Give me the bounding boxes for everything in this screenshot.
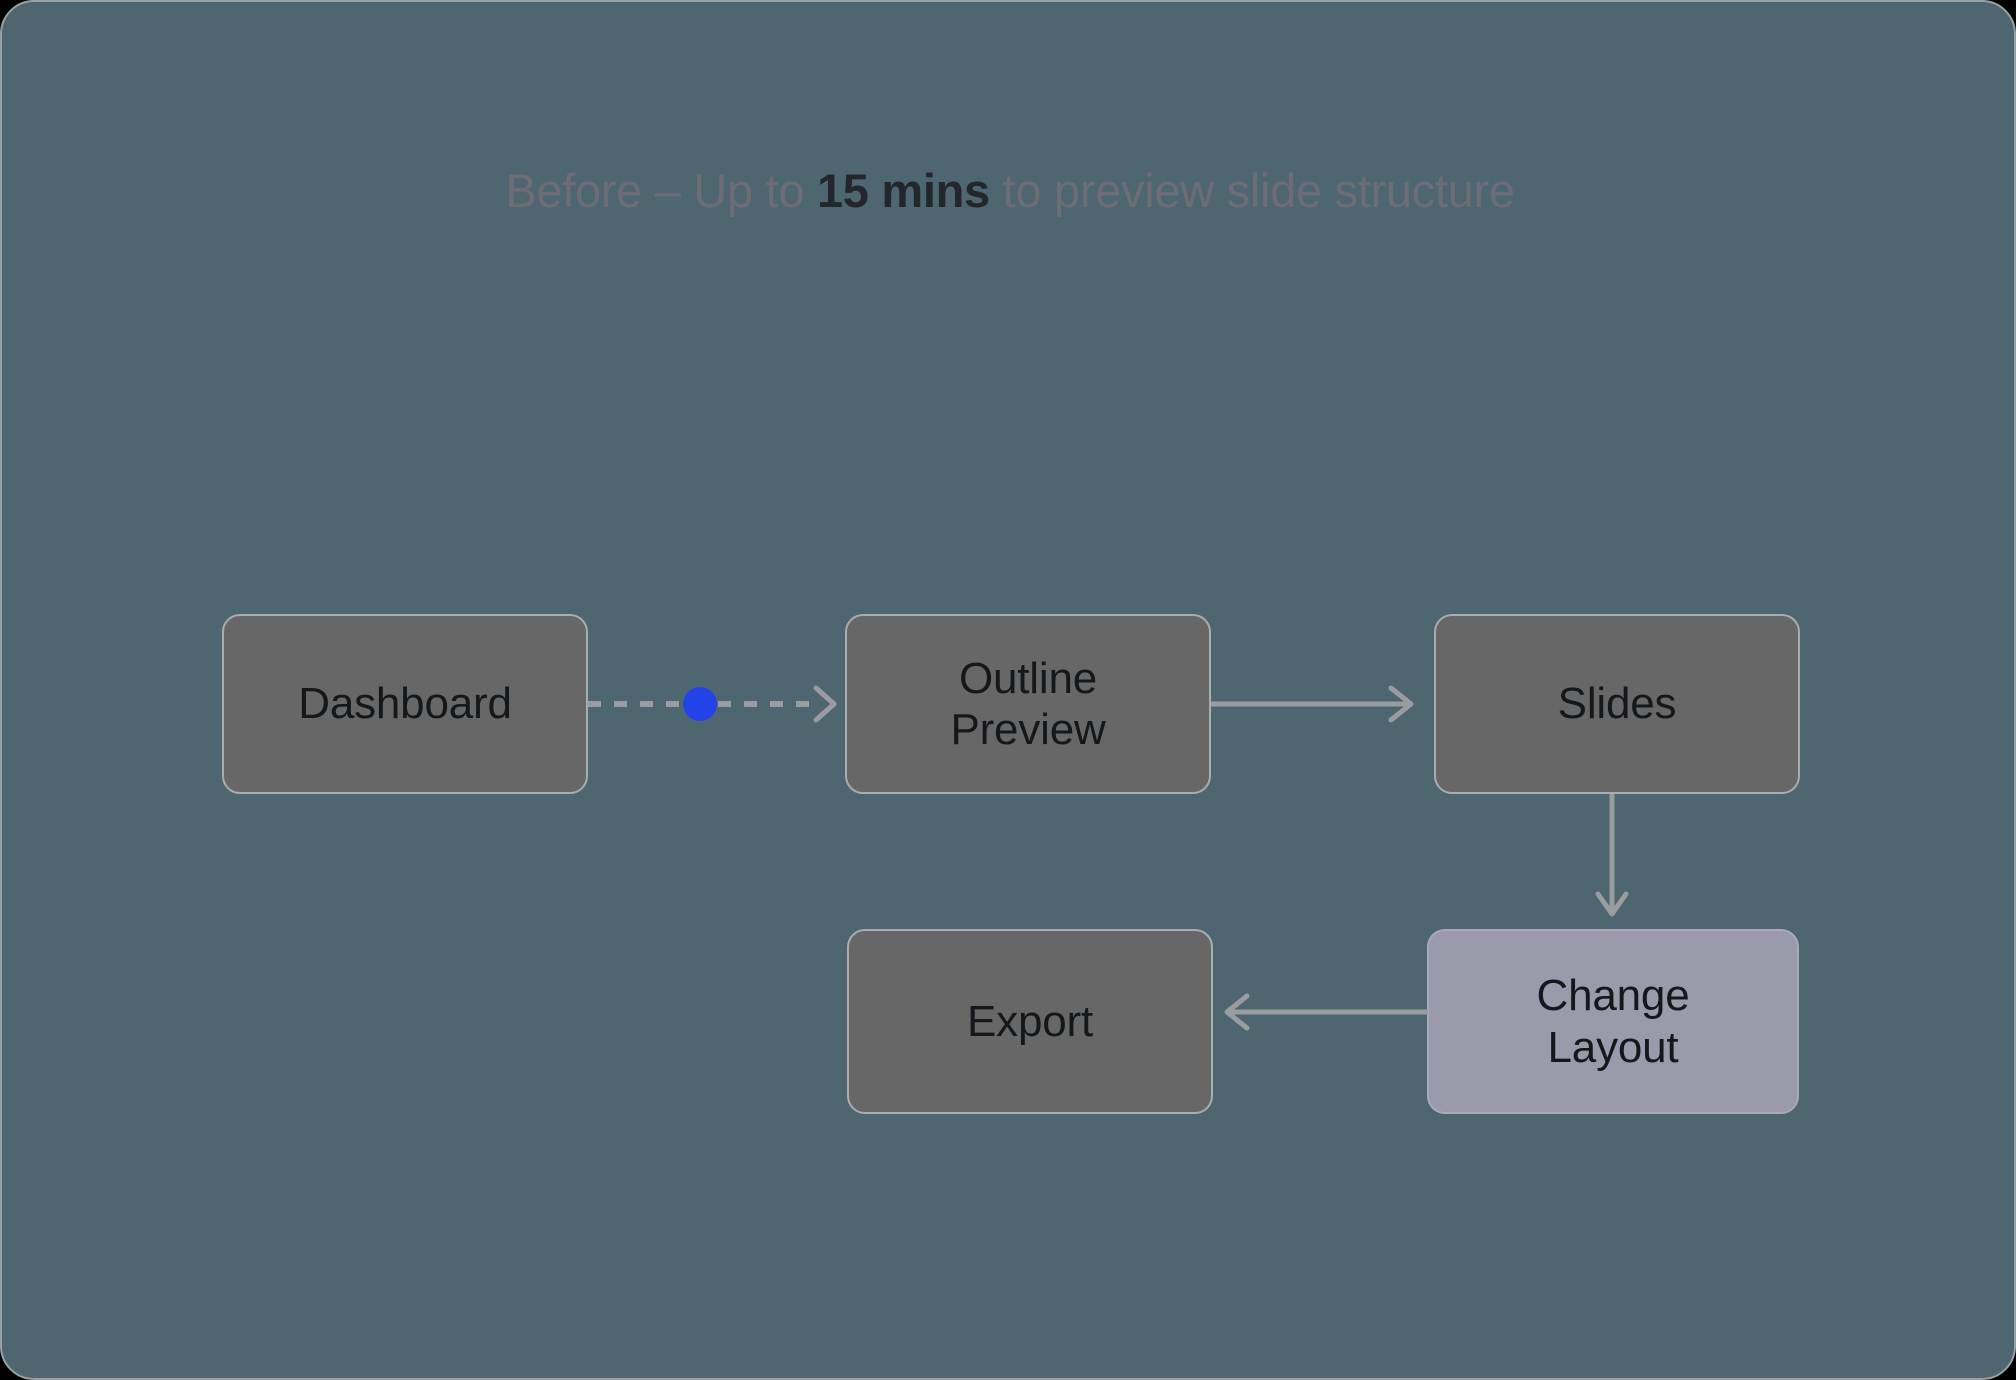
edge-change-layout-to-export bbox=[1224, 993, 1428, 1031]
label-line-2: Layout bbox=[1547, 1022, 1679, 1072]
edge-slides-to-change-layout bbox=[1595, 794, 1629, 917]
flow-node-outline-preview-label: Outline Preview bbox=[950, 653, 1105, 756]
label-line-1: Outline bbox=[958, 653, 1097, 703]
label-line-1: Change bbox=[1536, 971, 1690, 1021]
title-prefix: Before – Up to bbox=[505, 164, 817, 217]
flow-node-slides[interactable]: Slides bbox=[1434, 614, 1800, 794]
flow-node-change-layout-label: Change Layout bbox=[1537, 970, 1690, 1073]
title-emphasis: 15 mins bbox=[816, 164, 990, 217]
arrowhead-right-icon bbox=[813, 685, 837, 723]
flow-node-outline-preview[interactable]: Outline Preview bbox=[845, 614, 1211, 794]
arrowhead-left-icon bbox=[1224, 993, 1250, 1031]
edge-outline-preview-to-slides bbox=[1211, 685, 1414, 723]
flow-node-export-label: Export bbox=[967, 996, 1093, 1046]
title-suffix: to preview slide structure bbox=[989, 164, 1515, 217]
flow-node-change-layout[interactable]: Change Layout bbox=[1427, 929, 1799, 1114]
flow-node-dashboard[interactable]: Dashboard bbox=[222, 614, 588, 794]
edge-progress-dot-icon bbox=[683, 687, 717, 721]
flow-node-export[interactable]: Export bbox=[847, 929, 1213, 1114]
flow-node-dashboard-label: Dashboard bbox=[298, 679, 512, 729]
edge-dashboard-to-outline-preview bbox=[588, 685, 837, 723]
arrowhead-down-icon bbox=[1595, 891, 1629, 917]
arrowhead-right-icon bbox=[1388, 685, 1414, 723]
page-title: Before – Up to 15 mins to preview slide … bbox=[2, 162, 2014, 220]
label-line-2: Preview bbox=[950, 705, 1106, 754]
flow-node-slides-label: Slides bbox=[1557, 679, 1677, 729]
